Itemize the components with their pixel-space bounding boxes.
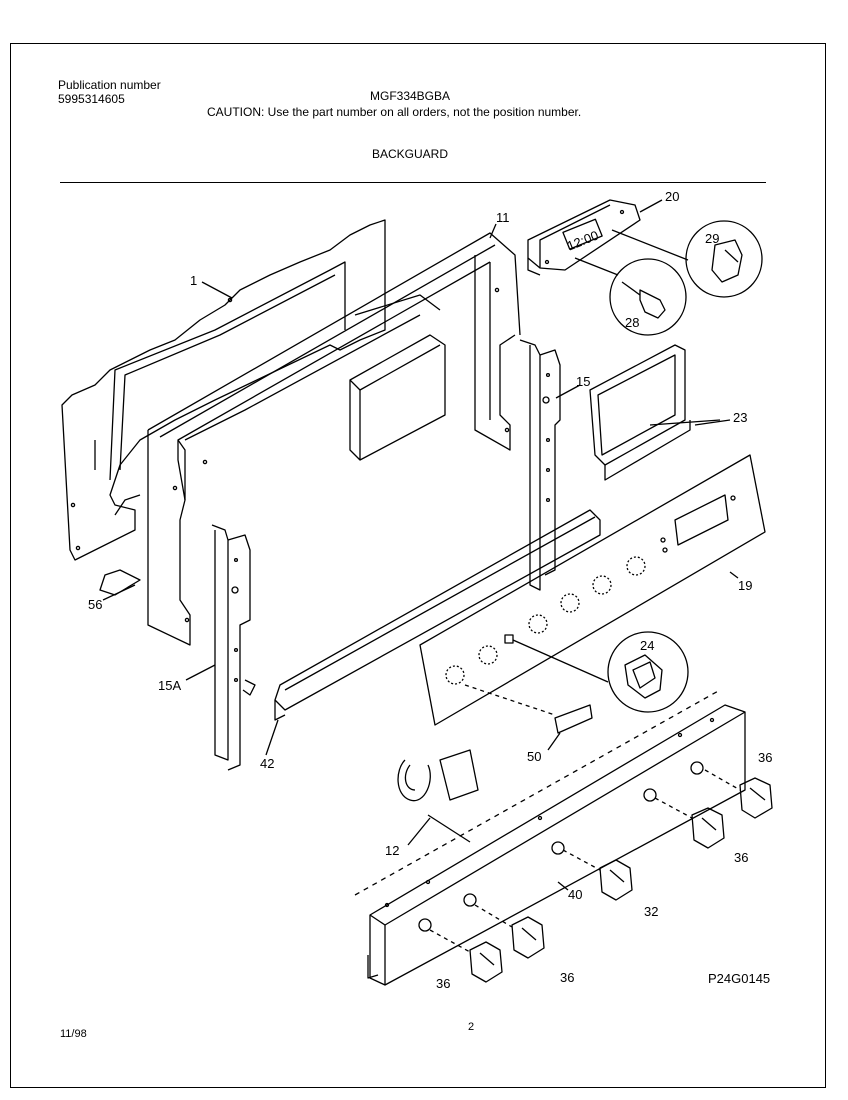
callout-20: 20 bbox=[665, 189, 679, 204]
header-divider bbox=[60, 182, 766, 183]
callout-23: 23 bbox=[733, 410, 747, 425]
knob-36-right-mid bbox=[654, 797, 725, 849]
callout-36-a: 36 bbox=[758, 750, 772, 765]
caution-note: CAUTION: Use the part number on all orde… bbox=[207, 105, 582, 119]
vent-box bbox=[349, 294, 446, 461]
part-28-detail bbox=[574, 257, 687, 336]
part-40-control-rail bbox=[354, 689, 746, 986]
part-42-trim-rail bbox=[274, 509, 601, 721]
callout-36-d: 36 bbox=[436, 976, 450, 991]
model-number: MGF334BGBA bbox=[370, 89, 451, 103]
callout-labels: 1 11 20 29 28 15 23 56 19 24 15A 42 50 3… bbox=[88, 189, 772, 991]
part-23-lens bbox=[589, 344, 721, 481]
callout-1: 1 bbox=[190, 273, 197, 288]
part-1-rear-panel bbox=[61, 219, 386, 596]
part-50-button bbox=[464, 684, 593, 734]
leader-lines bbox=[102, 199, 739, 891]
footer-date: 11/98 bbox=[60, 1028, 87, 1040]
drawing-id: P24G0145 bbox=[708, 971, 771, 986]
part-15a-bracket bbox=[211, 524, 256, 771]
callout-28: 28 bbox=[625, 315, 639, 330]
callout-32: 32 bbox=[644, 904, 658, 919]
callout-19: 19 bbox=[738, 578, 752, 593]
callout-36-b: 36 bbox=[734, 850, 748, 865]
knob-32 bbox=[562, 849, 633, 901]
page-number: 2 bbox=[468, 1021, 475, 1033]
callout-11: 11 bbox=[496, 210, 510, 225]
callout-15: 15 bbox=[576, 374, 590, 389]
part-12-switch bbox=[397, 749, 479, 843]
callout-15a: 15A bbox=[158, 678, 181, 693]
part-20-clock-bracket: 12:00 bbox=[527, 199, 641, 276]
part-19-control-panel bbox=[419, 454, 766, 726]
callout-50: 50 bbox=[527, 749, 541, 764]
callout-56: 56 bbox=[88, 597, 102, 612]
section-title: BACKGUARD bbox=[372, 147, 449, 161]
callout-42: 42 bbox=[260, 756, 274, 771]
part-24-detail bbox=[512, 631, 689, 713]
knob-36-lower-mid bbox=[474, 904, 545, 959]
part-15-bracket bbox=[519, 339, 561, 591]
knob-36-right-top bbox=[704, 769, 773, 819]
publication-block: Publication number 5995314605 bbox=[58, 78, 161, 106]
knob-36-lower-left bbox=[429, 929, 503, 983]
part-11-frame bbox=[147, 232, 521, 646]
callout-29: 29 bbox=[705, 231, 719, 246]
page-border bbox=[10, 43, 826, 1088]
publication-label: Publication number bbox=[58, 78, 161, 92]
callout-40: 40 bbox=[568, 887, 582, 902]
part-29-detail bbox=[611, 220, 763, 298]
publication-number: 5995314605 bbox=[58, 92, 125, 106]
callout-24: 24 bbox=[640, 638, 654, 653]
callout-12: 12 bbox=[385, 843, 399, 858]
callout-36-c: 36 bbox=[560, 970, 574, 985]
